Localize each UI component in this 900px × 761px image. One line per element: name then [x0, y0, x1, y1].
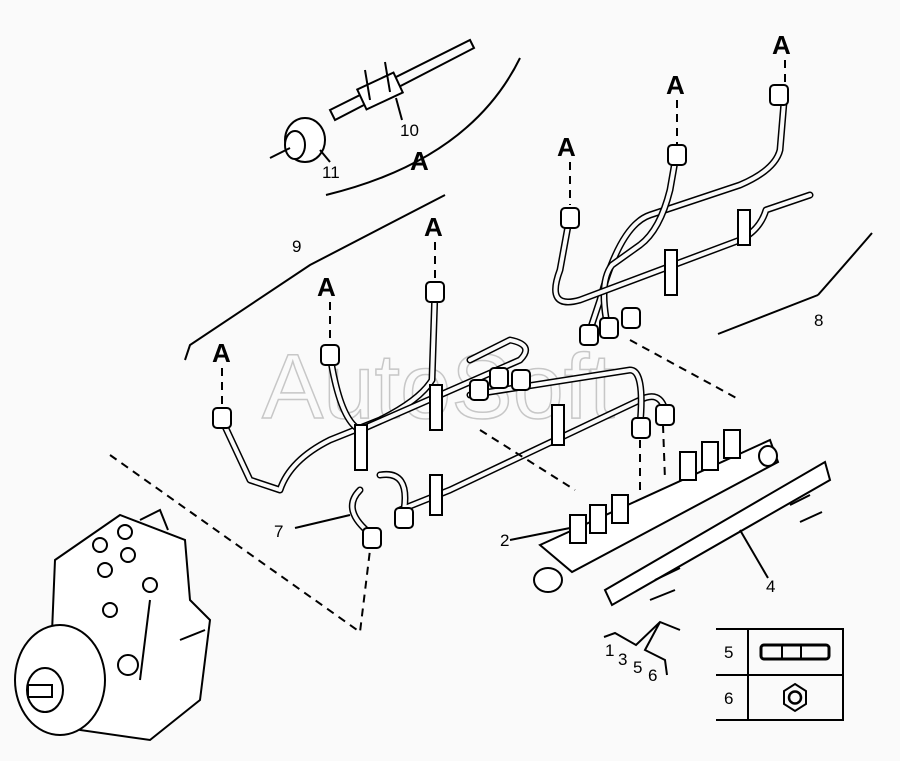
legend-table: 5 6	[716, 628, 844, 721]
pipe-group-8	[552, 84, 814, 346]
part-10-connector	[328, 38, 476, 122]
callout-2: 2	[500, 531, 509, 550]
svg-text:A: A	[410, 146, 429, 176]
group-bracket-10-11	[325, 57, 521, 196]
fuel-rail	[533, 429, 780, 593]
leader-11	[319, 149, 331, 163]
leader-1356	[603, 620, 681, 676]
connector-dashes	[221, 60, 786, 405]
callout-8: 8	[814, 311, 823, 330]
svg-text:A: A	[212, 338, 231, 368]
assembly-lines	[109, 339, 741, 634]
svg-text:A: A	[557, 132, 576, 162]
connector-labels: A A A A A A A	[212, 30, 791, 368]
callout-7: 7	[274, 522, 283, 541]
callout-5: 5	[633, 658, 642, 677]
callout-4: 4	[766, 577, 775, 596]
leader-2	[509, 527, 571, 541]
leader-7	[294, 514, 351, 529]
mounting-bracket-4	[603, 460, 832, 607]
part-11-sleeve	[269, 117, 326, 163]
callout-1: 1	[605, 641, 614, 660]
group-bracket-9	[184, 194, 446, 361]
legend-number-6: 6	[724, 689, 733, 708]
svg-text:A: A	[772, 30, 791, 60]
fuel-pump	[14, 508, 212, 742]
pipe-group-9	[212, 281, 675, 549]
svg-text:A: A	[666, 70, 685, 100]
washer-seal-icon	[759, 643, 831, 661]
callout-11: 11	[322, 163, 340, 182]
svg-text:A: A	[424, 212, 443, 242]
callout-6: 6	[648, 666, 657, 685]
leader-4	[739, 529, 769, 579]
callout-3: 3	[618, 650, 627, 669]
callout-10: 10	[400, 121, 419, 140]
callout-9: 9	[292, 237, 301, 256]
hex-nut-icon	[783, 682, 807, 713]
group-bracket-8	[717, 232, 873, 335]
svg-text:A: A	[317, 272, 336, 302]
leader-10	[395, 97, 403, 121]
legend-number-5: 5	[724, 643, 733, 662]
